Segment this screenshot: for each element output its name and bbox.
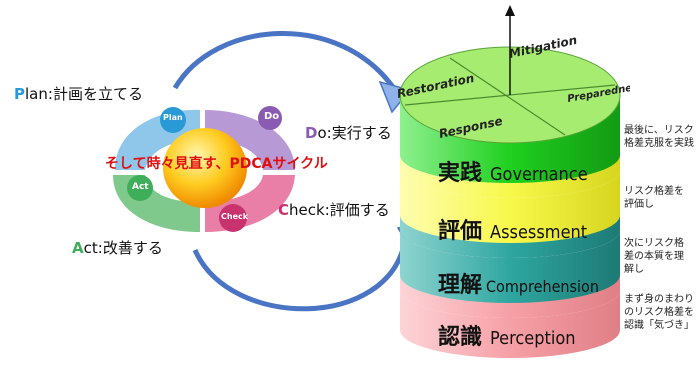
check-label: Check:評価する <box>278 201 390 219</box>
check-rest: heck <box>289 201 325 219</box>
perception-en: Perception <box>490 328 576 349</box>
plan-badge <box>160 107 186 133</box>
check-letter: C <box>278 201 290 219</box>
assessment-ja: 評価 <box>438 218 482 244</box>
top-cycle-arc <box>172 31 398 92</box>
risk-cylinder: Mitigation Restoration Preparedness Resp… <box>396 5 630 358</box>
do-segment <box>205 110 295 170</box>
do-text: 実行する <box>331 124 392 142</box>
plan-badge-label: Plan <box>163 113 183 122</box>
plan-rest: lan <box>25 85 48 103</box>
perception-ja: 認識 <box>438 324 482 350</box>
comprehension-ja: 理解 <box>438 272 482 298</box>
check-text: 評価する <box>329 201 390 219</box>
comprehension-layer <box>400 230 620 303</box>
pdca-cycle-caption: そして時々見直す、PDCAサイクル <box>105 156 328 172</box>
note-comprehension: 次にリスク格差の本質を理解し <box>624 238 684 275</box>
plan-letter: P <box>14 85 25 103</box>
bottom-cycle-arc <box>192 239 408 312</box>
do-label: Do:実行する <box>305 124 392 142</box>
note-governance: 最後に、リスク格差克服を実践 <box>624 125 694 149</box>
plan-text: 計画を立てる <box>52 85 143 103</box>
act-rest: ct <box>83 239 98 257</box>
act-badge-label: Act <box>132 182 149 192</box>
do-rest: o <box>317 124 327 142</box>
plan-label: Plan:計画を立てる <box>14 85 143 103</box>
perception-layer <box>400 290 620 358</box>
check-badge <box>219 204 247 232</box>
act-label: Act:改善する <box>72 239 163 257</box>
act-text: 改善する <box>102 239 163 257</box>
note-assessment: リスク格差を評価し <box>624 186 684 210</box>
check-badge-label: Check <box>221 212 249 221</box>
do-badge-label: Do <box>264 111 280 122</box>
act-badge <box>127 175 153 201</box>
do-letter: D <box>305 124 318 142</box>
assessment-layer <box>400 170 620 243</box>
center-sphere <box>163 128 247 208</box>
governance-en: Governance <box>490 164 588 185</box>
do-badge <box>258 106 282 130</box>
governance-ja: 実践 <box>438 160 482 186</box>
note-perception: まず身のまわりのリスク格差を認識「気づき」 <box>624 294 694 331</box>
comprehension-en: Comprehension <box>486 277 599 296</box>
pdca-wheel <box>113 106 295 232</box>
assessment-en: Assessment <box>490 222 587 243</box>
act-letter: A <box>72 239 84 257</box>
